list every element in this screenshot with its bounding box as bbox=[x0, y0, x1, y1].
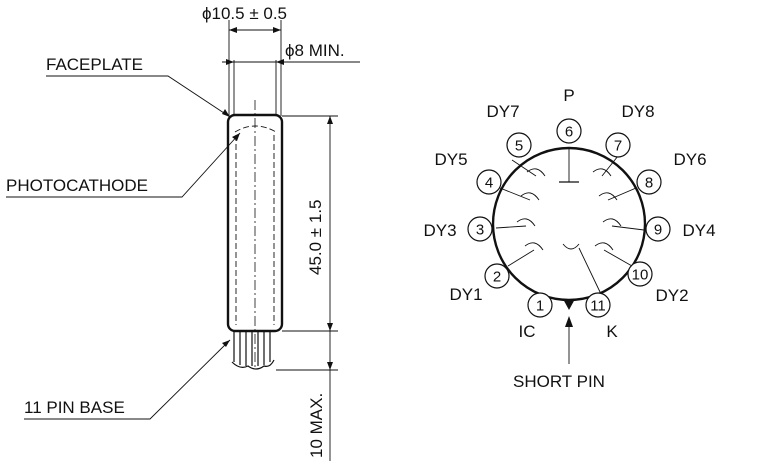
pin-2-circle bbox=[484, 263, 510, 289]
pin-9-number: 9 bbox=[654, 222, 662, 239]
arrowhead bbox=[222, 340, 230, 347]
faceplate-leader bbox=[46, 75, 231, 118]
arrowhead bbox=[327, 362, 333, 370]
pin-10-name: DY2 bbox=[655, 286, 688, 305]
faceplate-label: FACEPLATE bbox=[46, 55, 143, 74]
pin-4-name: DY5 bbox=[434, 150, 467, 169]
pin-6-number: 6 bbox=[565, 124, 573, 141]
arrowhead bbox=[226, 59, 234, 65]
pin-9-name: DY4 bbox=[682, 221, 715, 240]
pin-2-name: DY1 bbox=[449, 285, 482, 304]
short-pin-marker bbox=[563, 299, 575, 310]
arrowhead bbox=[327, 323, 333, 331]
arrowhead bbox=[276, 59, 284, 65]
length-label: 45.0 ± 1.5 bbox=[306, 200, 325, 276]
electrode-symbols bbox=[495, 148, 645, 293]
pin-4-circle bbox=[476, 169, 502, 195]
arrowhead bbox=[232, 133, 240, 141]
tube-side-view: ϕ10.5 ± 0.5 ϕ8 MIN. 45 bbox=[6, 4, 360, 461]
arrowhead bbox=[565, 316, 573, 327]
pin-8-name: DY6 bbox=[673, 150, 706, 169]
pin-3-number: 3 bbox=[476, 222, 484, 239]
pin-6-name: P bbox=[563, 86, 574, 105]
photocathode-curve bbox=[234, 125, 277, 133]
pin-3-circle bbox=[467, 216, 493, 242]
pin-5-number: 5 bbox=[515, 138, 523, 155]
pin-3-name: DY3 bbox=[423, 221, 456, 240]
pin-2-number: 2 bbox=[493, 269, 501, 286]
lead-length-label: 10 MAX. bbox=[307, 393, 326, 458]
pin-7-circle bbox=[605, 132, 631, 158]
pin-10-number: 10 bbox=[632, 267, 649, 284]
pin-4-number: 4 bbox=[485, 175, 493, 192]
pin-5-name: DY7 bbox=[486, 102, 519, 121]
base-pins bbox=[231, 331, 275, 370]
min-diameter-label: ϕ8 MIN. bbox=[285, 41, 345, 60]
pin-1-number: 1 bbox=[536, 298, 544, 315]
pin-1-name: IC bbox=[519, 322, 536, 341]
pin-11-number: 11 bbox=[590, 298, 606, 315]
pin-9-circle bbox=[645, 216, 671, 242]
pin-11-circle bbox=[585, 292, 611, 318]
pin-base-label: 11 PIN BASE bbox=[24, 398, 125, 417]
pin-8-number: 8 bbox=[645, 175, 653, 192]
arrowhead bbox=[327, 116, 333, 124]
pin-11-name: K bbox=[606, 322, 618, 341]
pin-base-leader bbox=[24, 339, 231, 420]
diameter-label: ϕ10.5 ± 0.5 bbox=[202, 4, 287, 23]
photocathode-label: PHOTOCATHODE bbox=[6, 176, 148, 195]
pin-5-circle bbox=[506, 132, 532, 158]
pin-10-circle bbox=[627, 261, 653, 287]
short-pin-label: SHORT PIN bbox=[513, 372, 605, 391]
pin-7-name: DY8 bbox=[621, 102, 654, 121]
pin-8-circle bbox=[636, 169, 662, 195]
pin-7-number: 7 bbox=[614, 138, 622, 155]
arrowhead bbox=[229, 27, 237, 33]
arrowhead bbox=[273, 27, 281, 33]
pin-1-circle bbox=[527, 292, 553, 318]
photocathode-leader bbox=[6, 132, 241, 198]
arrowhead bbox=[222, 109, 230, 117]
pin-6-circle bbox=[556, 118, 582, 144]
